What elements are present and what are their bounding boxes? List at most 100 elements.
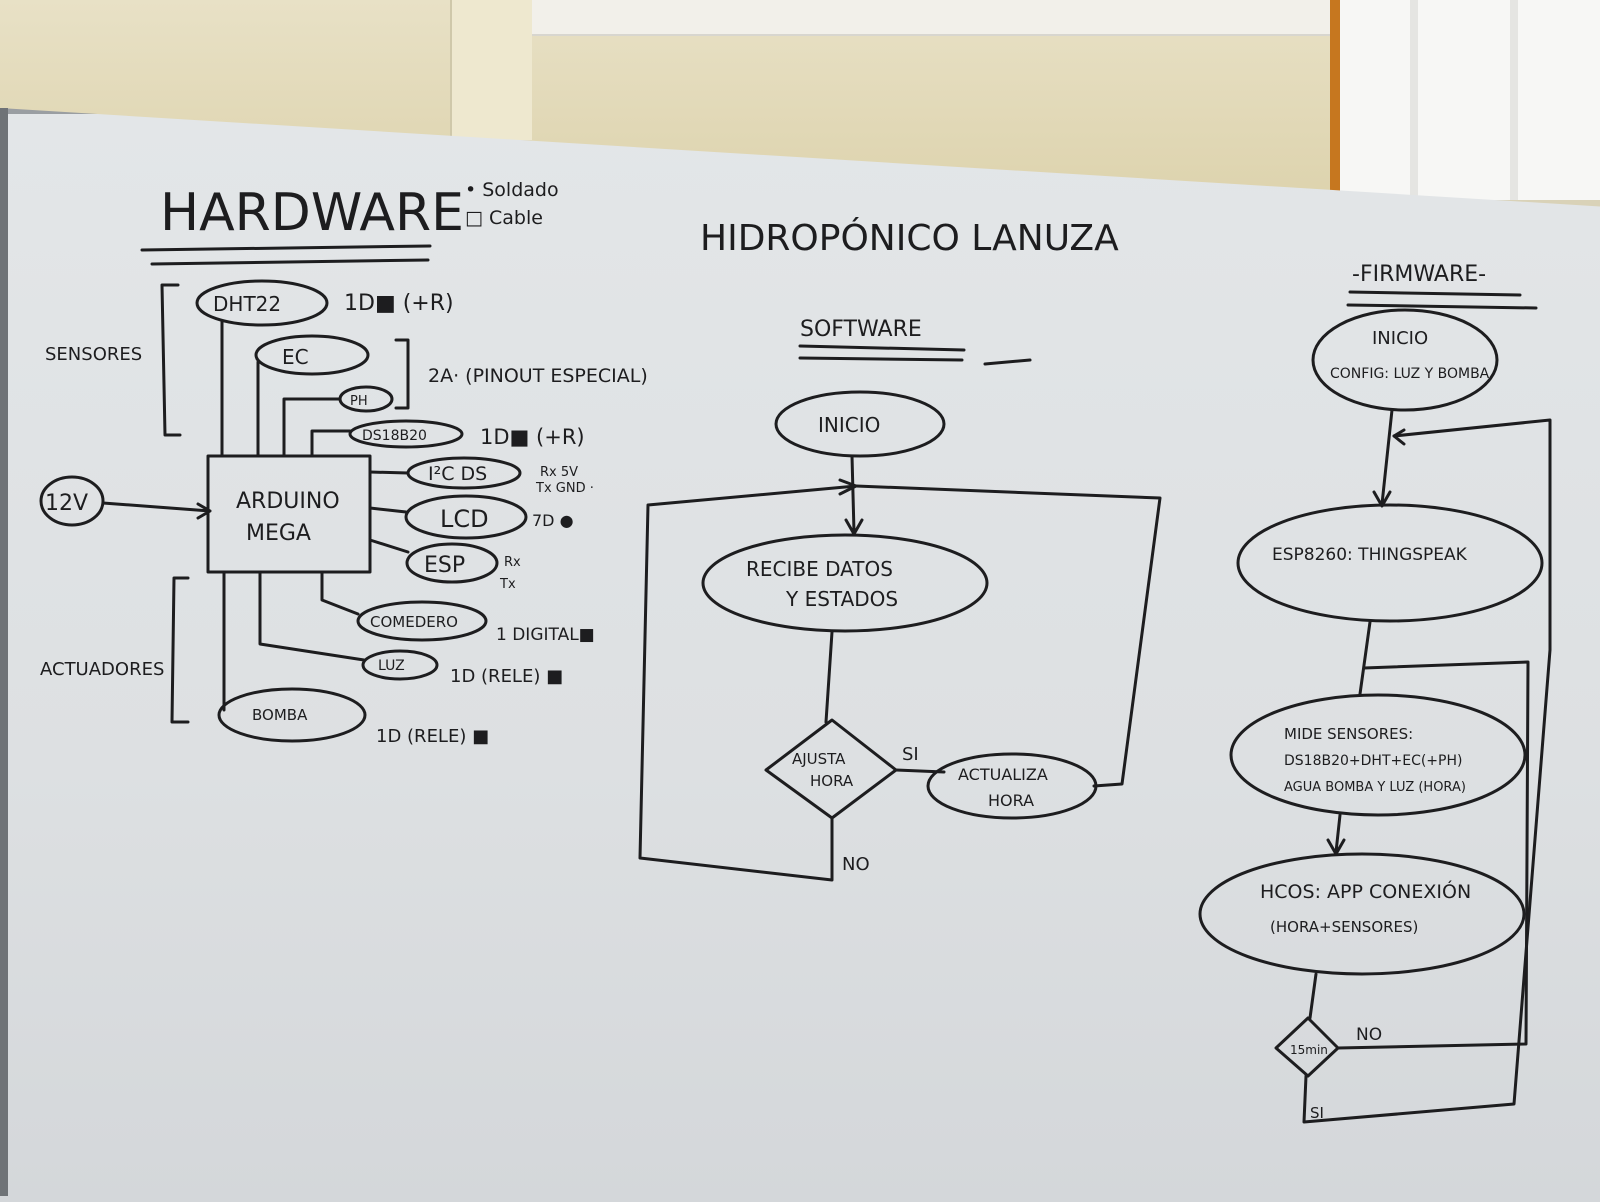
hcos-label: HCOS: APP CONEXIÓN (1260, 879, 1471, 903)
fw-config-label: CONFIG: LUZ Y BOMBA (1330, 366, 1490, 382)
actualiza-line1: ACTUALIZA (958, 765, 1048, 784)
comedero-node (356, 600, 488, 642)
sw-arrow-1 (844, 454, 864, 536)
firmware-section: -FIRMWARE- INICIO CONFIG: LUZ Y BOMBA ES… (1198, 262, 1552, 1124)
lcd-wire (368, 506, 408, 514)
esp-label: ESP (424, 553, 465, 578)
firmware-underline (1346, 290, 1538, 310)
sw-inicio-node (774, 390, 946, 458)
sw-no-label: NO (842, 854, 870, 875)
bomba-node (217, 687, 367, 743)
power-arrow (101, 501, 212, 520)
fw-no-label: NO (1356, 1025, 1382, 1045)
rtc-note2: Tx GND · (535, 481, 594, 496)
fw-si-label: SI (1310, 1104, 1324, 1122)
window-mullion (1510, 0, 1518, 200)
esp-note2: Tx (499, 577, 516, 592)
mide-line2: DS18B20+DHT+EC(+PH) (1284, 753, 1462, 769)
comedero-label: COMEDERO (370, 613, 458, 631)
sw-loop-back-right (854, 484, 1162, 788)
software-section: SOFTWARE INICIO RECIBE DATOS Y ESTADOS A… (638, 317, 1162, 882)
fw-arrow-1 (1372, 408, 1394, 508)
recibe-line1: RECIBE DATOS (746, 557, 893, 581)
mcu-line2: MEGA (246, 521, 311, 546)
recibe-line2: Y ESTADOS (785, 587, 898, 611)
sw-arrow-2 (824, 630, 834, 724)
ajusta-line2: HORA (810, 772, 854, 790)
wall-pillar (450, 0, 532, 140)
ds18b20-wire (310, 429, 352, 458)
firmware-title: -FIRMWARE- (1352, 262, 1486, 287)
luz-note: 1D (RELE) ■ (450, 666, 563, 687)
ec-node (254, 334, 370, 376)
fw-arrow-4 (1308, 972, 1318, 1020)
recibe-node (701, 533, 989, 633)
whiteboard (0, 108, 1600, 1202)
ec-ph-bracket (394, 338, 410, 410)
sensores-bracket (160, 283, 182, 437)
hardware-section: HARDWARE • Soldado □ Cable SENSORES ACTU… (39, 179, 648, 747)
legend-cable: □ Cable (465, 207, 543, 229)
sw-inicio-label: INICIO (818, 413, 880, 437)
ds18b20-note: 1D■ (+R) (480, 425, 585, 449)
project-title: HIDROPÓNICO LANUZA (700, 217, 1119, 259)
power-node (39, 475, 105, 527)
timer-decision (1274, 1016, 1340, 1078)
fw-inicio-node (1311, 308, 1499, 412)
actualiza-line2: HORA (988, 791, 1034, 810)
luz-node (361, 649, 439, 681)
software-title: SOFTWARE (800, 317, 922, 342)
dht22-label: DHT22 (213, 292, 281, 316)
ajusta-line1: AJUSTA (792, 750, 846, 768)
fw-si-loop (1302, 418, 1552, 1124)
mide-node (1229, 693, 1527, 817)
luz-label: LUZ (378, 658, 405, 674)
hardware-title: HARDWARE (160, 183, 464, 243)
sensores-label: SENSORES (45, 344, 142, 365)
fw-arrow-2 (1358, 620, 1372, 696)
fw-esp-label: ESP8260: THINGSPEAK (1272, 545, 1468, 565)
hcos-node (1198, 852, 1526, 976)
mide-line1: MIDE SENSORES: (1284, 725, 1413, 743)
sw-loop-arrowhead (838, 478, 858, 496)
esp-note1: Rx (504, 555, 521, 570)
comedero-note: 1 DIGITAL■ (496, 625, 595, 645)
fw-esp-node (1236, 503, 1544, 623)
bomba-note: 1D (RELE) ■ (376, 726, 489, 747)
ajusta-hora-decision (764, 718, 898, 820)
whiteboard-frame (0, 108, 8, 1196)
sw-loop-back-left (638, 484, 858, 882)
ph-label: PH (350, 394, 368, 409)
ds18b20-node (348, 419, 464, 449)
actuadores-bracket (170, 576, 190, 724)
esp-wire (368, 538, 410, 554)
lcd-label: LCD (440, 505, 489, 533)
mide-line3: AGUA BOMBA Y LUZ (HORA) (1284, 780, 1466, 795)
window-mullion (1410, 0, 1418, 200)
dht22-note: 1D■ (+R) (344, 291, 454, 316)
lcd-node (404, 494, 528, 540)
fw-loop-arrowhead (1392, 428, 1406, 446)
bomba-label: BOMBA (252, 706, 308, 724)
lcd-note: 7D ● (532, 511, 574, 530)
sw-si-label: SI (902, 744, 919, 765)
luz-wire (258, 570, 366, 662)
hcos-sub-label: (HORA+SENSORES) (1270, 918, 1418, 936)
arduino-mega-box (206, 454, 372, 574)
rtc-label: I²C DS (428, 463, 487, 485)
fw-arrow-3 (1326, 813, 1346, 856)
timer-label: 15min (1290, 1043, 1328, 1057)
comedero-wire (320, 570, 360, 616)
mcu-line1: ARDUINO (236, 489, 340, 514)
actuadores-label: ACTUADORES (40, 659, 164, 680)
window (1330, 0, 1600, 200)
hardware-underline (140, 244, 432, 266)
power-label: 12V (45, 491, 88, 516)
software-underline (798, 344, 1032, 366)
ec-ph-note: 2A· (PINOUT ESPECIAL) (428, 365, 648, 387)
esp-node (405, 542, 499, 584)
dht22-node (195, 279, 329, 327)
fw-no-loop (1336, 660, 1530, 1050)
rtc-wire (368, 470, 410, 475)
